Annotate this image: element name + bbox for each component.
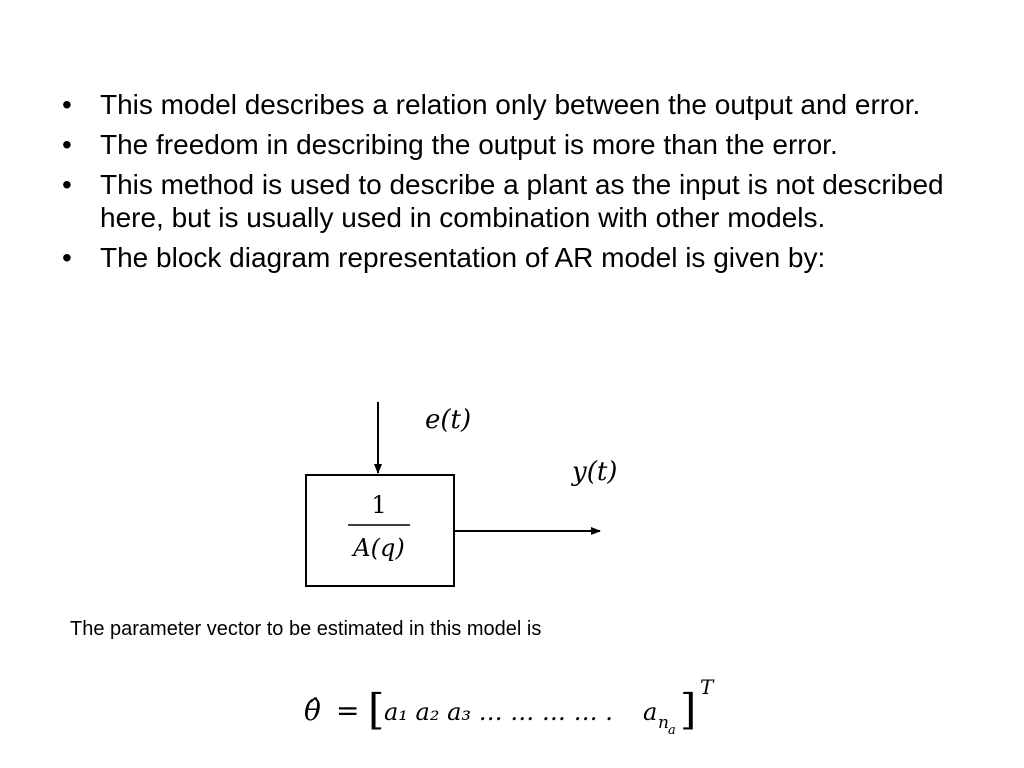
last-term-sub: n <box>658 713 669 733</box>
input-label: e(t) <box>425 405 471 435</box>
bullet-item: This model describes a relation only bet… <box>60 88 960 121</box>
last-term-base: a <box>643 698 657 726</box>
transfer-block <box>305 474 455 587</box>
transpose-superscript: T <box>700 675 715 699</box>
bullet-item: This method is used to describe a plant … <box>60 168 960 234</box>
parameter-caption: The parameter vector to be estimated in … <box>70 618 542 640</box>
block-numerator: 1 <box>371 491 386 519</box>
equals-sign: = <box>336 694 359 727</box>
parameter-equation: θ̂ = [ a₁ a₂ a₃ … … … … . a n a ] T <box>304 675 715 738</box>
bullet-item: The block diagram representation of AR m… <box>60 241 960 274</box>
output-label: y(t) <box>571 457 617 487</box>
bullet-list: This model describes a relation only bet… <box>60 88 960 281</box>
open-bracket: [ <box>368 685 384 734</box>
vector-terms: a₁ a₂ a₃ … … … … . <box>384 698 613 726</box>
close-bracket: ] <box>680 685 696 734</box>
block-denominator: A(q) <box>351 534 404 562</box>
bullet-item: The freedom in describing the output is … <box>60 128 960 161</box>
last-term-subsub: a <box>668 723 676 738</box>
theta-hat: θ̂ <box>304 694 321 727</box>
